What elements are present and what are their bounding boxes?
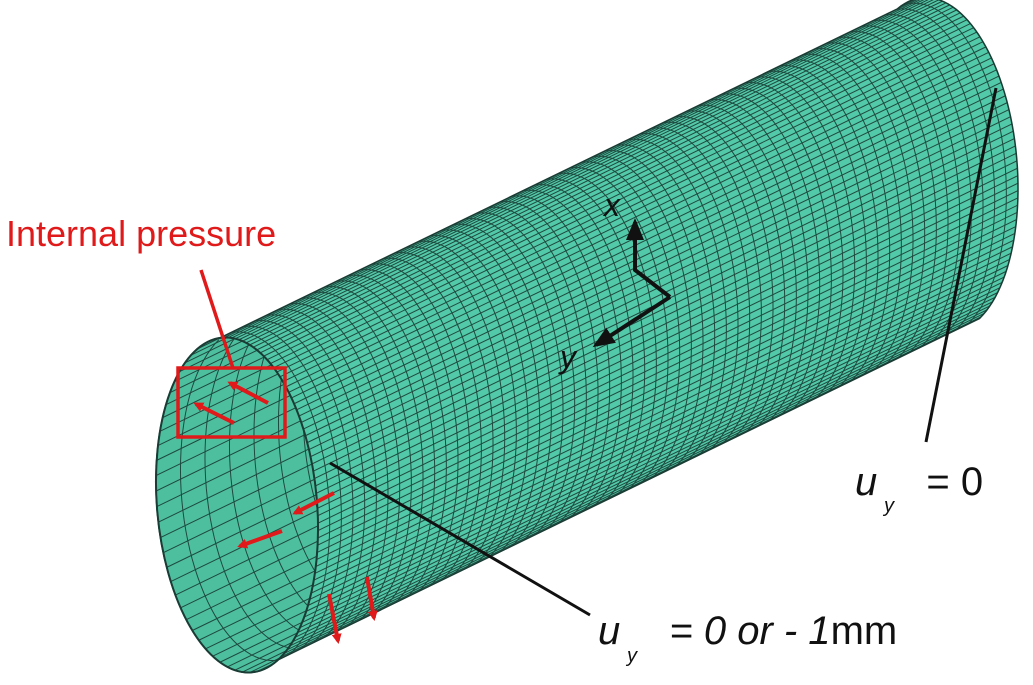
pressure-arrow (327, 593, 342, 644)
axis-x-label: x (602, 187, 621, 223)
pressure-arrows (193, 381, 378, 644)
pressure-arrow (237, 529, 283, 549)
bc-right-label: u = 0 y (855, 460, 983, 517)
bc-right-subscript: y (882, 495, 895, 517)
svg-text:u = 0: u = 0 (855, 460, 983, 504)
pressure-pointer-line (199, 269, 235, 369)
bc-right-rest: = 0 (915, 460, 983, 504)
cylinder-outer-surface (155, 0, 1019, 674)
bc-left-rest: = 0 or - 1 (658, 609, 830, 653)
bc-left-symbol: u (598, 609, 620, 653)
pressure-arrow (365, 576, 378, 621)
internal-pressure-label: Internal pressure (6, 213, 276, 254)
bc-left-subscript: y (625, 645, 638, 667)
axis-y-label: y (558, 339, 578, 375)
pressure-arrow (292, 491, 335, 515)
pressure-arrow (227, 381, 269, 405)
pressure-arrow (193, 402, 235, 425)
axis-y-arrow (592, 295, 672, 348)
svg-text:u = 0 or - 1mm: u = 0 or - 1mm (598, 609, 897, 653)
bc-right-symbol: u (855, 460, 877, 504)
leader-line-left (329, 461, 591, 617)
axis-triad: x y (558, 187, 672, 375)
bc-left-label: u = 0 or - 1mm y (598, 609, 897, 667)
bc-left-unit: mm (831, 609, 898, 653)
leader-line-right (924, 87, 998, 443)
